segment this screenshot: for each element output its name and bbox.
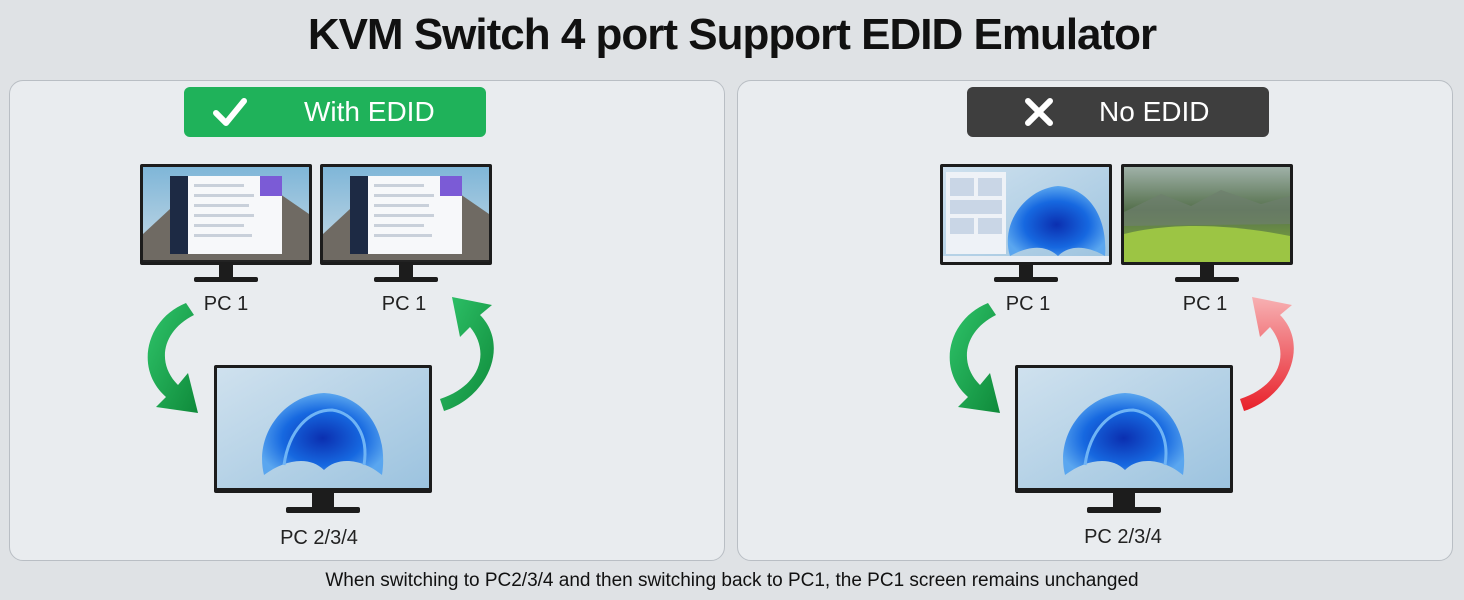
- footer-caption: When switching to PC2/3/4 and then switc…: [325, 570, 1139, 591]
- pc1-label-left: PC 1: [1005, 293, 1051, 315]
- pc1-monitor-right: [320, 164, 492, 284]
- pc1-label-right: PC 1: [1182, 293, 1228, 315]
- badge-label: With EDID: [304, 96, 435, 127]
- pc1-monitor-landscape: [1121, 164, 1293, 284]
- pc1-monitor-windows: [940, 164, 1112, 284]
- with-edid-badge: With EDID: [184, 87, 486, 137]
- switch-arrow-right: [949, 303, 1000, 413]
- with-edid-panel: With EDID PC 1 PC 1: [9, 80, 725, 561]
- pc1-monitor-left: [140, 164, 312, 284]
- pc234-monitor: [214, 365, 432, 515]
- switch-back-arrow-red: [1240, 297, 1294, 411]
- badge-label: No EDID: [1099, 96, 1210, 127]
- no-edid-badge: No EDID: [967, 87, 1269, 137]
- switch-arrow-left: [147, 303, 198, 413]
- check-icon: [213, 98, 247, 126]
- pc234-label: PC 2/3/4: [280, 527, 358, 549]
- pc234-monitor: [1015, 365, 1233, 515]
- switch-back-arrow-left: [440, 297, 494, 411]
- pc234-label: PC 2/3/4: [1084, 526, 1162, 548]
- page-title: KVM Switch 4 port Support EDID Emulator: [307, 10, 1157, 59]
- no-edid-panel: No EDID PC 1 PC 1: [737, 80, 1453, 561]
- pc1-label-right: PC 1: [381, 293, 427, 315]
- close-icon: [1025, 98, 1053, 126]
- pc1-label-left: PC 1: [203, 293, 249, 315]
